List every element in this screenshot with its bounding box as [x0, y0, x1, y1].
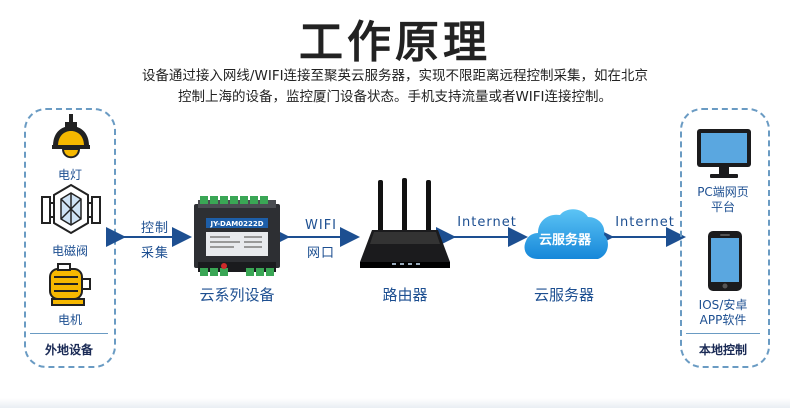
bottom-shadow [0, 398, 790, 408]
cloud-inner-text: 云服务器 [539, 232, 592, 248]
solenoid-valve-label: 电磁阀 [51, 244, 88, 258]
description-line-1: 设备通过接入网线/WIFI连接至聚英云服务器，实现不限距离远程控制采集，如在北京 [141, 68, 649, 84]
network-port-label: 网口 [306, 246, 335, 261]
router-label: 路由器 [382, 286, 428, 304]
description: 设备通过接入网线/WIFI连接至聚英云服务器，实现不限距离远程控制采集，如在北京… [100, 66, 690, 108]
cloud-device-icon: JY-DAM0222D [194, 196, 280, 276]
app-label-1: IOS/安卓 [698, 298, 748, 312]
local-control-panel [680, 108, 770, 368]
cloud-server-label: 云服务器 [533, 286, 594, 304]
left-panel-footer: 外地设备 [44, 343, 93, 357]
cloud-device-label: 云系列设备 [199, 286, 275, 304]
lamp-label: 电灯 [57, 168, 82, 182]
motor-icon [49, 263, 91, 306]
solenoid-valve-icon [41, 183, 101, 235]
pc-platform-label-1: PC端网页 [697, 185, 749, 199]
wifi-label: WIFI [305, 218, 337, 233]
collect-label: 采集 [140, 246, 169, 261]
smartphone-icon [708, 231, 742, 291]
router-icon [360, 178, 450, 268]
page-title: 工作原理 [299, 17, 491, 68]
right-panel-divider [686, 333, 760, 334]
right-panel-footer: 本地控制 [698, 343, 747, 357]
cloud-server-icon: 云服务器 [524, 209, 608, 259]
internet-right-label: Internet [615, 215, 675, 230]
lamp-icon [52, 114, 90, 159]
monitor-icon [697, 129, 751, 178]
pc-platform-label-2: 平台 [710, 200, 735, 214]
app-label-2: APP软件 [699, 313, 747, 327]
left-panel-divider [30, 333, 108, 334]
description-line-2: 控制上海的设备，监控厦门设备状态。手机支持流量或者WIFI连接控制。 [177, 89, 613, 105]
motor-label: 电机 [57, 313, 82, 327]
internet-left-label: Internet [457, 215, 517, 230]
device-model-text: JY-DAM0222D [209, 220, 263, 228]
control-label: 控制 [140, 221, 169, 236]
